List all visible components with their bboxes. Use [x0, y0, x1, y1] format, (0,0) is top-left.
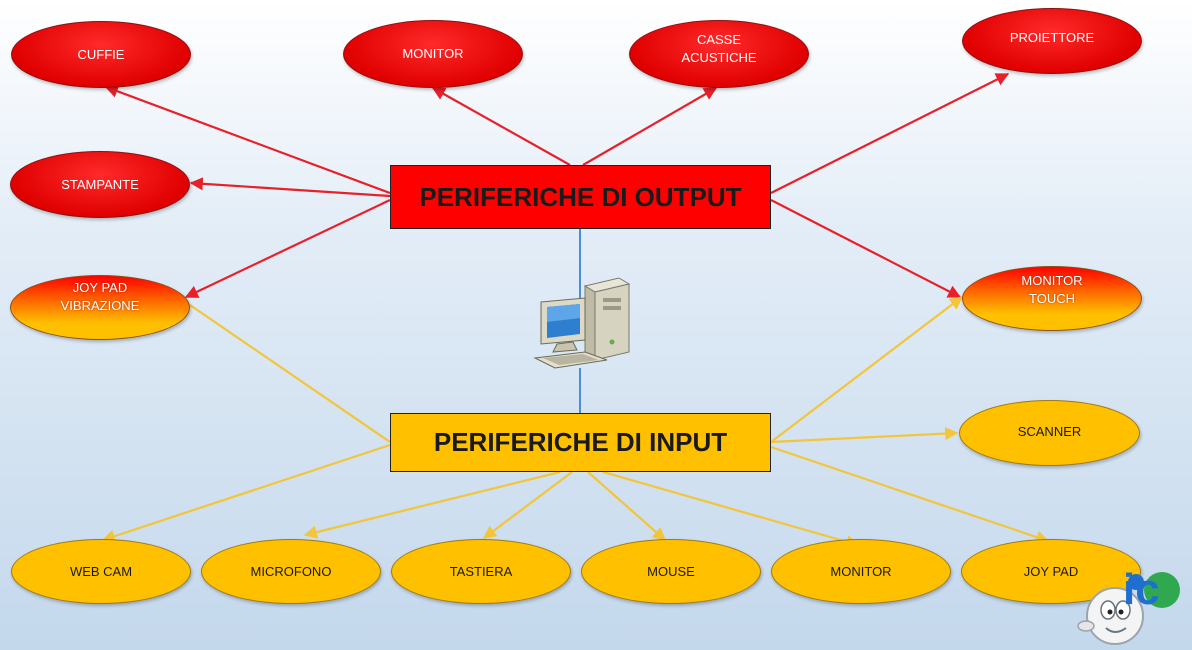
- node-casse-acustiche: CASSE ACUSTICHE: [629, 20, 809, 88]
- node-monitor-output: MONITOR: [343, 20, 523, 88]
- arrow-to-mouse: [587, 471, 666, 541]
- arrow-to-proiettore: [770, 73, 1010, 194]
- node-webcam: WEB CAM: [11, 539, 191, 604]
- node-monitor-input: MONITOR: [771, 539, 951, 604]
- arrow-to-scanner: [770, 426, 959, 444]
- arrow-to-microfono: [303, 470, 561, 539]
- node-scanner: SCANNER: [959, 400, 1140, 466]
- node-monitor-touch: MONITOR TOUCH: [962, 266, 1142, 331]
- node-mouse: MOUSE: [581, 539, 761, 604]
- node-stampante: STAMPANTE: [10, 151, 190, 218]
- arrow-to-monitor-in: [602, 470, 860, 549]
- desktop-computer-icon: [533, 277, 631, 369]
- arrow-from-joypad-vibrazione: [189, 304, 391, 443]
- mascot-logo-icon: ic: [1077, 565, 1180, 645]
- arrow-to-joypad: [770, 445, 1050, 544]
- arrow-to-tastiera: [482, 471, 573, 539]
- arrow-to-casse: [582, 87, 718, 166]
- output-devices-title: PERIFERICHE DI OUTPUT: [390, 165, 771, 229]
- node-tastiera: TASTIERA: [391, 539, 571, 604]
- arrow-to-cuffie: [104, 84, 391, 195]
- node-proiettore: PROIETTORE: [962, 8, 1142, 74]
- node-cuffie: CUFFIE: [11, 21, 191, 88]
- logo-text: ic: [1123, 565, 1160, 614]
- arrow-to-webcam: [101, 443, 391, 543]
- node-joypad-vibrazione: JOY PAD VIBRAZIONE: [10, 275, 190, 340]
- input-devices-title: PERIFERICHE DI INPUT: [390, 413, 771, 472]
- arrow-to-monitor-touch: [770, 199, 962, 298]
- arrow-from-monitor-touch: [770, 296, 964, 443]
- arrow-to-stampante: [189, 177, 391, 198]
- arrow-to-joypad-vibrazione: [184, 199, 391, 298]
- arrow-to-monitor-out: [431, 87, 571, 166]
- node-microfono: MICROFONO: [201, 539, 381, 604]
